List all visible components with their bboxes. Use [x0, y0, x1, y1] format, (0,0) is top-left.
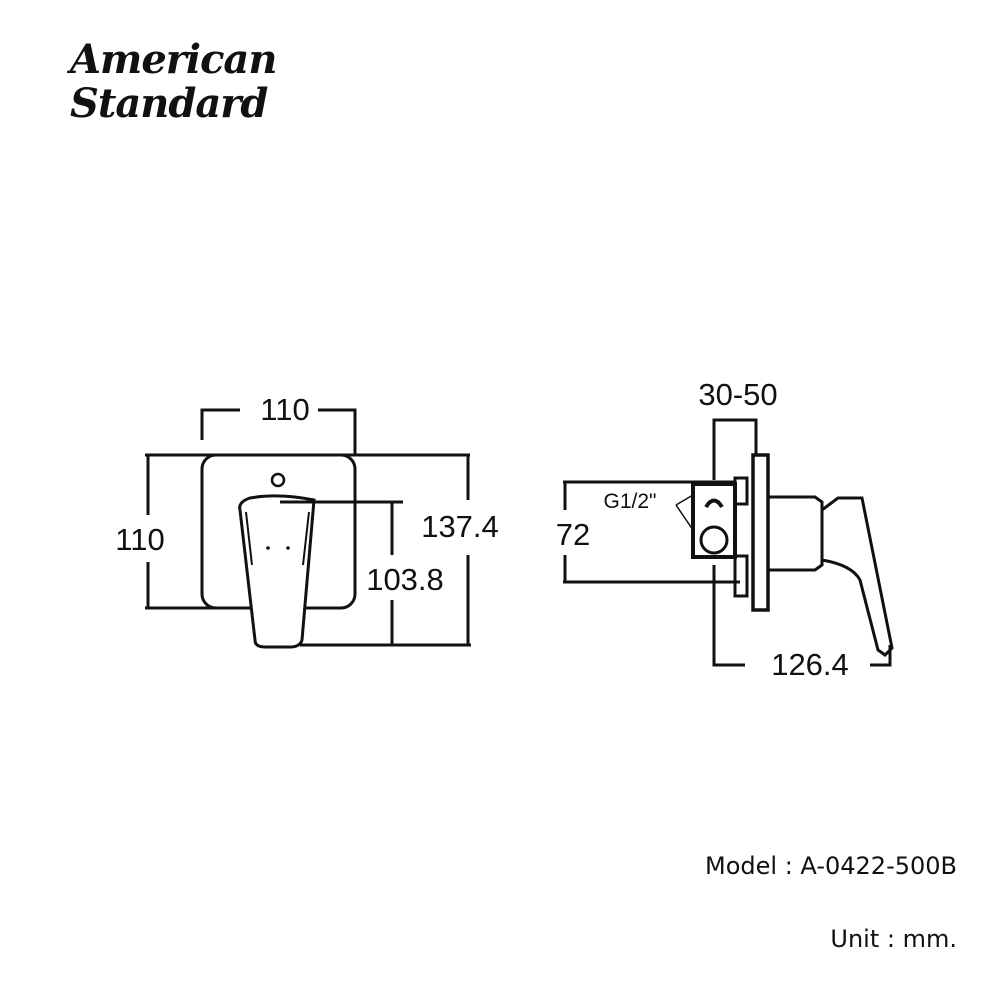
valve-cartridge	[699, 525, 729, 555]
escutcheon-body	[768, 495, 824, 572]
logo-line-2: Standard	[70, 80, 268, 127]
indicator-hole	[270, 472, 286, 488]
dim-line-width	[200, 408, 357, 455]
dim-total-depth-label: 126.4	[771, 647, 849, 682]
dim-wall-depth-label: 30-50	[698, 377, 777, 412]
handle-front	[238, 494, 316, 649]
dim-width-label: 110	[260, 392, 309, 427]
american-standard-logo: American Standard	[70, 36, 277, 127]
connection-label: G1/2"	[604, 490, 657, 513]
dim-line-body-height	[563, 480, 740, 584]
dim-height-label: 110	[115, 522, 164, 557]
dim-line-projection	[300, 455, 471, 647]
dim-line-wall-depth	[712, 418, 758, 480]
front-view: 110 110 103.8 137.4	[115, 392, 499, 649]
dim-projection-label: 137.4	[421, 509, 499, 544]
valve-body	[691, 482, 737, 559]
bracket-bottom	[733, 554, 749, 598]
dim-line-height	[145, 455, 215, 610]
side-view: 30-50 126.4 72 G1/2"	[556, 377, 894, 682]
wall-plate	[751, 453, 770, 612]
handle-side	[821, 496, 894, 657]
dim-handle-label: 103.8	[366, 562, 444, 597]
model-label: Model : A-0422-500B	[705, 852, 957, 880]
dim-body-label: 72	[556, 517, 590, 552]
unit-label: Unit : mm.	[830, 925, 957, 953]
bracket-top	[733, 476, 749, 506]
logo-line-1: American	[70, 36, 277, 83]
dim-line-handle	[280, 500, 403, 645]
